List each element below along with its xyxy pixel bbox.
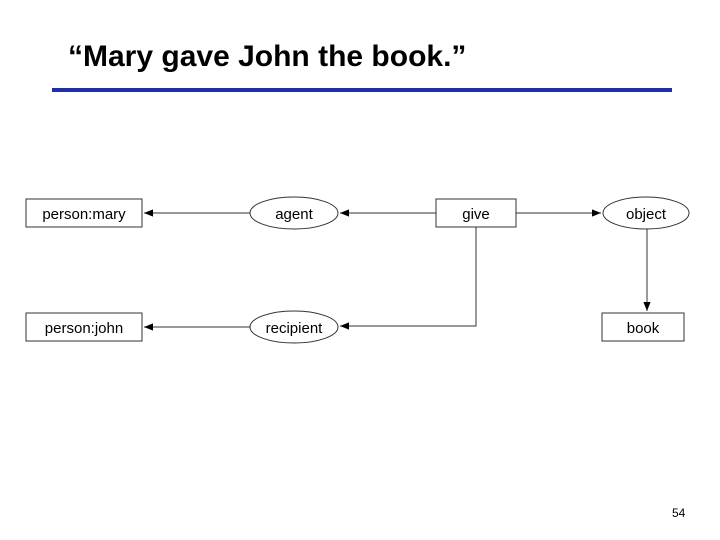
concept-give-label: give	[462, 206, 490, 223]
relation-object-label: object	[626, 206, 667, 223]
edge-give-to-recipient	[340, 227, 477, 330]
relation-recipient-label: recipient	[266, 320, 324, 337]
concept-book-label: book	[627, 320, 660, 337]
concept-book	[601, 312, 685, 342]
concept-person-mary-label: person:mary	[42, 206, 126, 223]
concept-person-mary	[25, 198, 143, 228]
relation-agent-label: agent	[275, 206, 313, 223]
concept-person-john	[25, 312, 143, 342]
relation-object	[602, 196, 690, 230]
title-underline	[52, 88, 672, 92]
page-number: 54	[672, 506, 686, 520]
concept-person-john-label: person:john	[45, 320, 123, 337]
slide-title: “Mary gave John the book.”	[68, 40, 467, 73]
